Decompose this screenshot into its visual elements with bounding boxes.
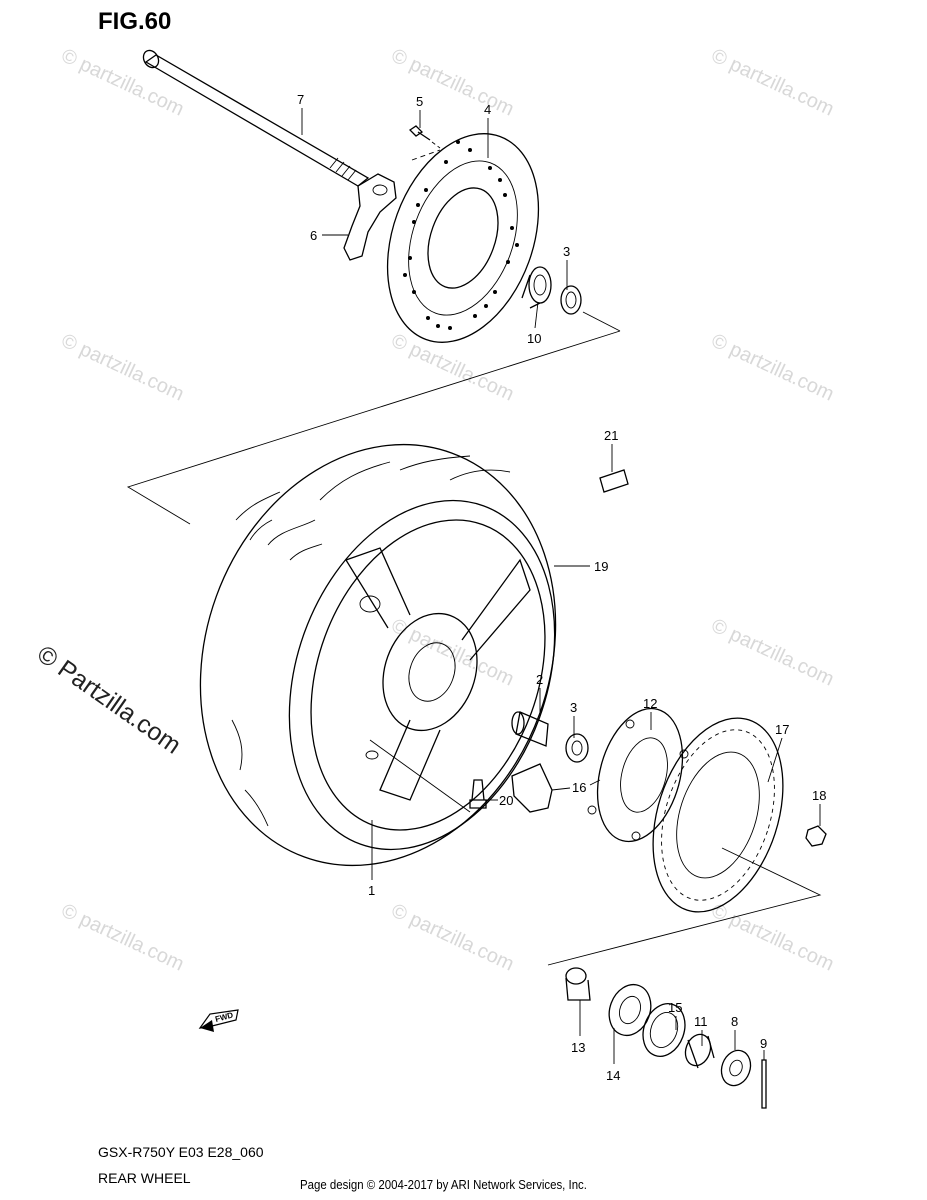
brake-disc-part xyxy=(386,133,540,343)
explode-line xyxy=(547,847,822,966)
callout-20: 20 xyxy=(499,793,513,808)
collar-part xyxy=(565,967,591,1001)
callout-12: 12 xyxy=(643,696,657,711)
wheel-bearing-part xyxy=(565,733,589,763)
bolt-part xyxy=(408,125,441,149)
rear-tire-part xyxy=(199,443,557,867)
watermark: © partzilla.com xyxy=(388,900,517,976)
rear-sprocket-part xyxy=(652,717,784,913)
watermark: © partzilla.com xyxy=(708,330,837,406)
rear-wheel-part xyxy=(310,519,546,831)
explode-line xyxy=(589,779,601,786)
sprocket-nut-part xyxy=(805,825,827,847)
page-credit: Page design © 2004-2017 by ARI Network S… xyxy=(300,1177,587,1192)
callout-10: 10 xyxy=(527,331,541,346)
watermark: © partzilla.com xyxy=(58,900,187,976)
oil-seal-part xyxy=(560,285,582,315)
caliper-bracket-part xyxy=(343,173,397,261)
explode-line xyxy=(126,330,621,525)
watermark-layer: © partzilla.com © partzilla.com © partzi… xyxy=(58,45,837,976)
callout-18: 18 xyxy=(812,788,826,803)
cotter-pin-part xyxy=(761,1059,767,1109)
figure-title: FIG.60 xyxy=(98,8,172,35)
callout-5: 5 xyxy=(416,94,423,109)
watermark: © partzilla.com xyxy=(388,45,517,121)
axle-spacer-part xyxy=(684,1033,715,1069)
axle-nut-part xyxy=(720,1049,752,1087)
callout-7: 7 xyxy=(297,92,304,107)
balancer-weight-part xyxy=(599,469,629,493)
callout-labels: 7 5 4 6 3 10 21 19 2 3 12 17 18 16 20 1 … xyxy=(297,92,826,1083)
sprocket-drum-part xyxy=(587,707,689,843)
callout-15: 15 xyxy=(668,1000,682,1015)
watermark: © partzilla.com xyxy=(708,45,837,121)
drum-bearing-part xyxy=(608,983,652,1037)
leader-lines xyxy=(301,108,821,1064)
callout-11: 11 xyxy=(694,1014,708,1029)
callout-1: 1 xyxy=(368,883,375,898)
damper-part xyxy=(511,763,553,813)
watermark: © partzilla.com xyxy=(58,330,187,406)
callout-19: 19 xyxy=(594,559,608,574)
callout-2: 2 xyxy=(536,672,543,687)
spacer-part xyxy=(521,266,552,309)
watermark: © partzilla.com xyxy=(708,900,837,976)
callout-3-lower: 3 xyxy=(570,700,577,715)
model-code: GSX-R750Y E03 E28_060 xyxy=(98,1144,264,1160)
callout-8: 8 xyxy=(731,1014,738,1029)
section-name: REAR WHEEL xyxy=(98,1170,191,1186)
explode-line xyxy=(411,149,441,161)
axle-part xyxy=(142,49,370,187)
callout-13: 13 xyxy=(571,1040,585,1055)
hub-spacer-part xyxy=(511,711,549,747)
callout-6: 6 xyxy=(310,228,317,243)
watermark: © partzilla.com xyxy=(58,45,187,121)
callout-4: 4 xyxy=(484,102,491,117)
drum-oil-seal-part xyxy=(642,1003,686,1057)
callout-17: 17 xyxy=(775,722,789,737)
callout-3-upper: 3 xyxy=(563,244,570,259)
callout-21: 21 xyxy=(604,428,618,443)
explode-line xyxy=(582,311,621,332)
callout-16: 16 xyxy=(572,780,586,795)
forward-arrow-icon: FWD xyxy=(198,1009,239,1032)
watermark: © partzilla.com xyxy=(708,615,837,691)
callout-9: 9 xyxy=(760,1036,767,1051)
callout-14: 14 xyxy=(606,1068,620,1083)
